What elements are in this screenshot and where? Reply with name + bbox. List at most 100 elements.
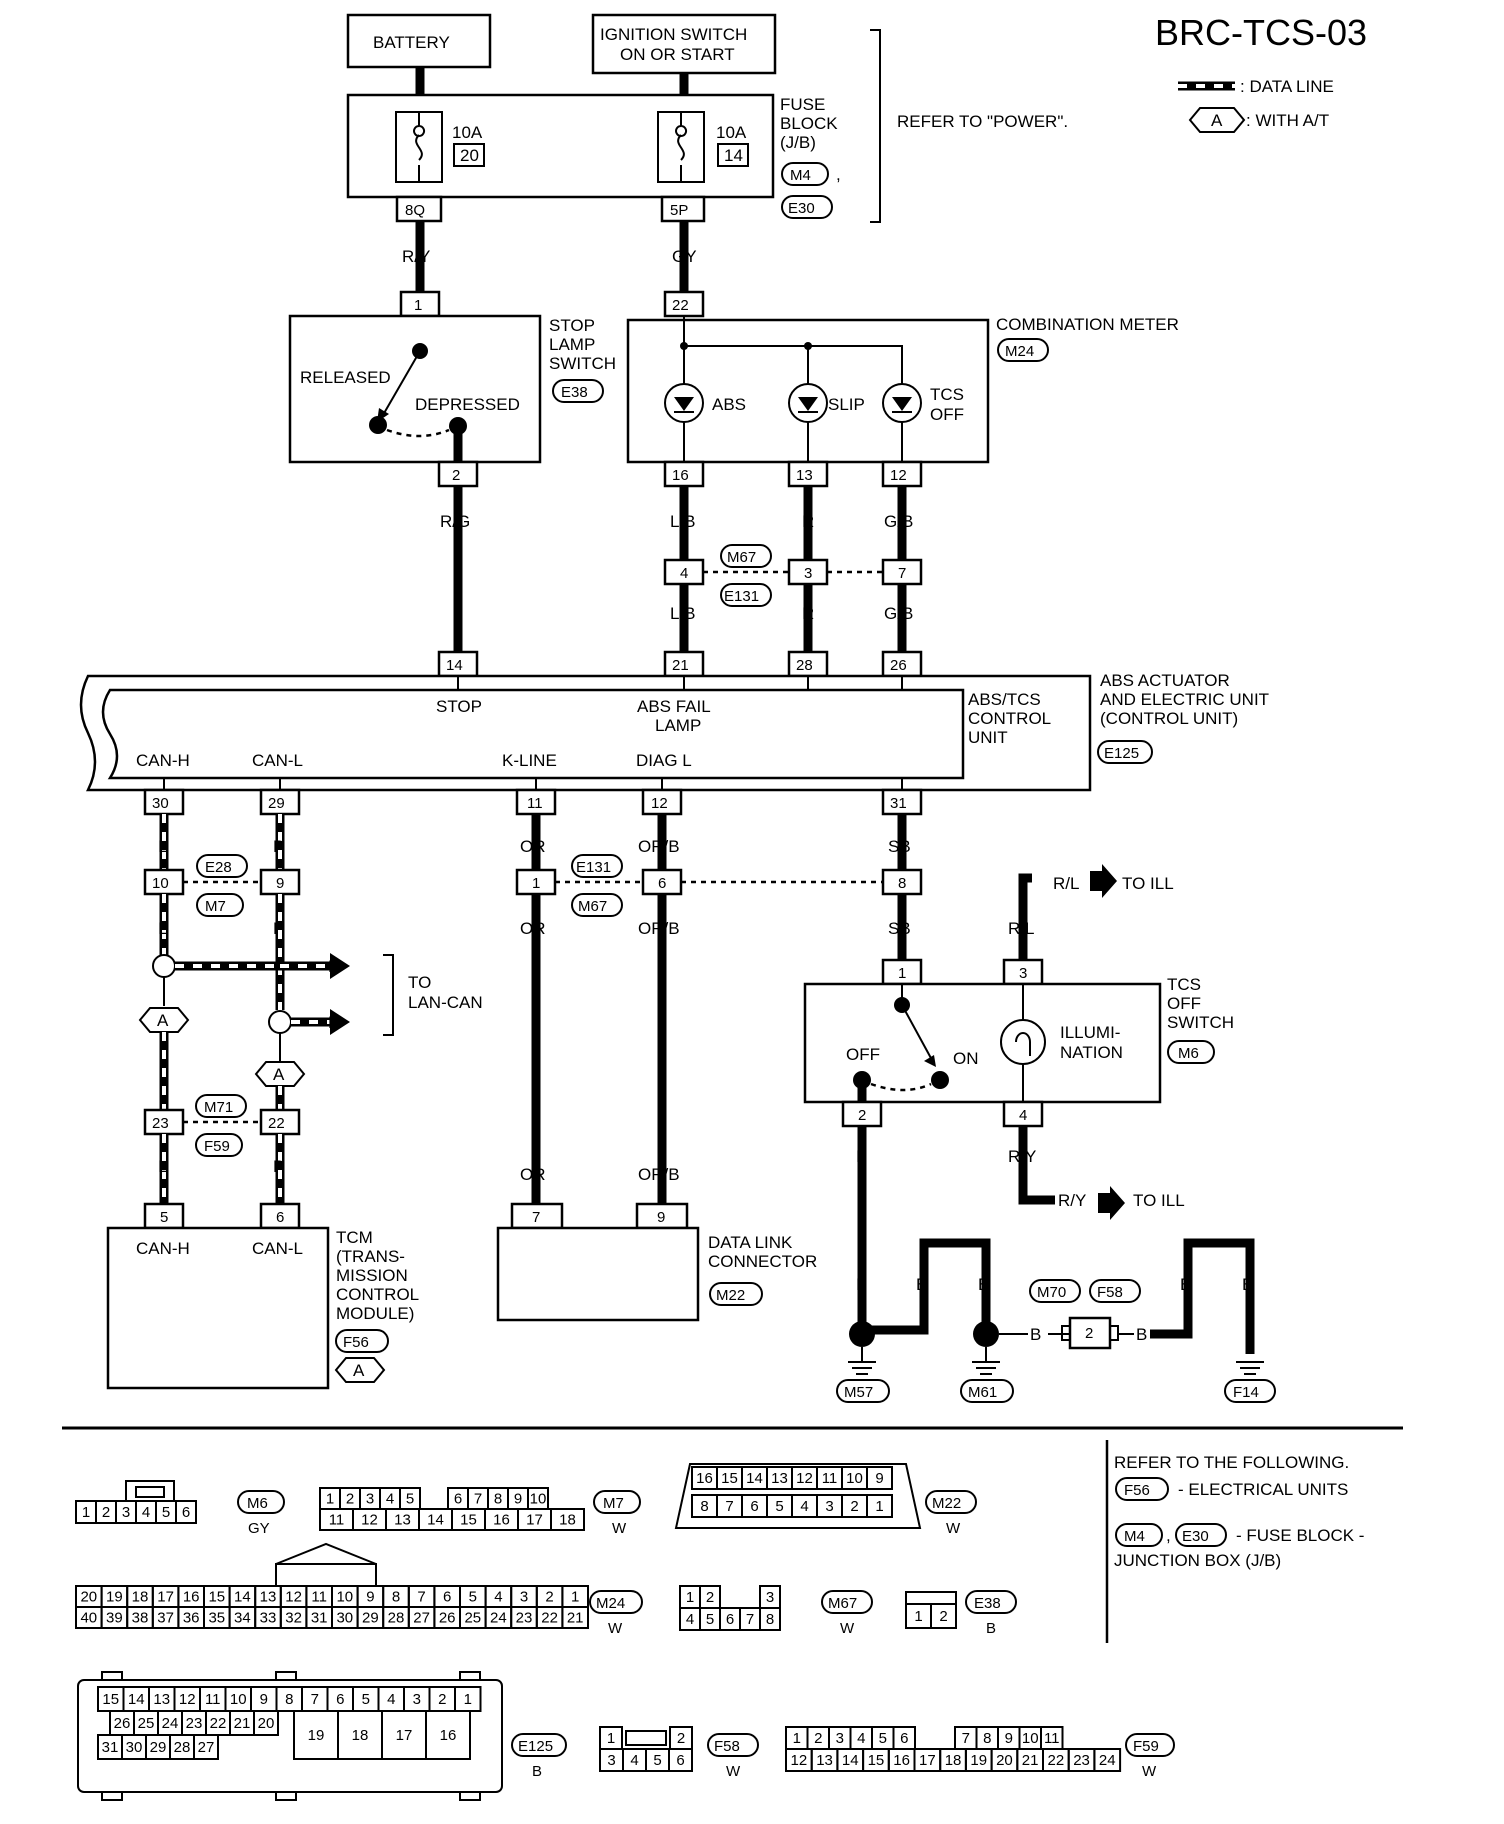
connector-f59-pin: 23	[1073, 1752, 1090, 1769]
connector-m24-pin: 13	[260, 1589, 277, 1606]
connector-m24-pin: 25	[464, 1610, 481, 1627]
legend-with-at: : WITH A/T	[1246, 111, 1329, 130]
connector-f59-pin: 3	[836, 1730, 844, 1747]
wire-color-gy: GY	[672, 247, 697, 266]
ground-m61: M61	[968, 1384, 997, 1401]
joint-m67-e131: 4 3 7 M67 E131	[663, 544, 923, 607]
connector-m24-pin: 40	[80, 1610, 97, 1627]
meter-pin-16: 16	[672, 467, 689, 484]
meter-conn: M24	[1005, 343, 1034, 360]
connector-f59-pin: 6	[900, 1730, 908, 1747]
wire-color-ry-3: R/Y	[1058, 1191, 1086, 1210]
joint-e28-conn-1: E28	[205, 859, 232, 876]
wire-color-rl-1: R/L	[1053, 874, 1079, 893]
meter-pin-12: 12	[890, 467, 907, 484]
connector-f59-pin: 5	[879, 1730, 887, 1747]
legend-at-tag: A	[1211, 111, 1223, 130]
connector-m22-pin: 16	[696, 1470, 713, 1487]
abs-unit-conn: E125	[1104, 745, 1139, 762]
diagram-title: BRC-TCS-03	[1155, 12, 1367, 53]
connector-f59-pin: 4	[857, 1730, 865, 1747]
stop-switch-pin-2: 2	[452, 467, 460, 484]
connector-m24-pin: 16	[183, 1589, 200, 1606]
lan-can-label-1: TO	[408, 973, 431, 992]
connector-m24-pin: 29	[362, 1610, 379, 1627]
connector-m24-pin: 7	[417, 1589, 425, 1606]
connector-m22-pin: 3	[825, 1498, 833, 1515]
connector-m24-pin: 4	[494, 1589, 502, 1606]
connector-m67-cell	[759, 1607, 781, 1631]
abs-can-h-label: CAN-H	[136, 751, 190, 770]
connector-e125-id: E125	[518, 1738, 553, 1755]
with-at-tag-2: A	[273, 1065, 285, 1084]
fuse-20-number: 20	[460, 146, 479, 165]
connector-m24-pin: 23	[516, 1610, 533, 1627]
connector-e125-pin: 16	[440, 1727, 457, 1744]
meter-pin-13: 13	[796, 467, 813, 484]
wire-color-lb-2: L/B	[670, 604, 696, 623]
refer-box-conn-e30: E30	[1182, 1528, 1209, 1545]
joint-m71-pin-22: 22	[268, 1115, 285, 1132]
joint-e131-pin-6: 6	[658, 875, 666, 892]
connector-e125-pin: 10	[230, 1691, 247, 1708]
abs-pin-29: 29	[268, 795, 285, 812]
connector-e125-pin: 21	[234, 1715, 251, 1732]
wire-color-ry-top: R/Y	[402, 247, 430, 266]
stop-switch-name-3: SWITCH	[549, 354, 616, 373]
fuse-block-label-2: BLOCK	[780, 114, 838, 133]
wire-color-rl-2: R/L	[1008, 919, 1034, 938]
connector-f58-pin: 1	[607, 1730, 615, 1747]
connector-e125-pin: 3	[413, 1691, 421, 1708]
meter-tcs-lamp-2: OFF	[930, 405, 964, 424]
connector-f58-pin: 5	[653, 1752, 661, 1769]
terminal-5p: 5P	[670, 202, 688, 219]
ignition-switch: IGNITION SWITCH ON OR START	[591, 13, 777, 75]
connector-m24-pin: 18	[132, 1589, 149, 1606]
wire-color-or-1: OR	[520, 837, 546, 856]
connector-m7-pin: 12	[361, 1512, 378, 1529]
connector-m24-pin: 12	[285, 1589, 302, 1606]
connector-f58-color: W	[726, 1763, 741, 1780]
dlc-pin-9: 9	[657, 1209, 665, 1226]
joint-e131-pin-8: 8	[898, 875, 906, 892]
stop-lamp-switch: 1 RELEASED DEPRESSED 2	[288, 290, 542, 488]
connector-m7-pin: 17	[526, 1512, 543, 1529]
joint-m70-f58: 2 M70 F58	[1029, 1279, 1141, 1350]
tcm-pin-5: 5	[160, 1209, 168, 1226]
connector-m6-color: GY	[248, 1520, 270, 1537]
tcm-name-3: MISSION	[336, 1266, 408, 1285]
connector-m24-pin: 17	[157, 1589, 174, 1606]
connector-e125-color: B	[532, 1763, 542, 1780]
connector-m67-id: M67	[828, 1595, 857, 1612]
abs-stop-label: STOP	[436, 697, 482, 716]
connector-m24-pin: 37	[157, 1610, 174, 1627]
connector-f59-pin: 11	[1044, 1730, 1060, 1747]
connector-m22-pin: 13	[771, 1470, 788, 1487]
connector-m7-color: W	[612, 1520, 627, 1537]
connector-m24-pin: 15	[208, 1589, 225, 1606]
connector-m24-pin: 2	[545, 1589, 553, 1606]
connector-e125-pin: 18	[352, 1727, 369, 1744]
joint-e28-conn-2: M7	[205, 898, 226, 915]
tcm-name-1: TCM	[336, 1228, 373, 1247]
connector-e38-id: E38	[974, 1595, 1001, 1612]
abs-unit-title-1: ABS ACTUATOR	[1100, 671, 1230, 690]
tcs-switch-name-3: SWITCH	[1167, 1013, 1234, 1032]
dlc-pin-7: 7	[532, 1209, 540, 1226]
connector-m24-pin: 9	[366, 1589, 374, 1606]
connector-e125-pin: 15	[102, 1691, 119, 1708]
abs-cu-label-2: CONTROL	[968, 709, 1051, 728]
connector-f59-pin: 20	[996, 1752, 1013, 1769]
connector-m24-pin: 22	[541, 1610, 558, 1627]
connector-f59-id: F59	[1133, 1738, 1159, 1755]
connector-f59-cell	[1093, 1748, 1122, 1772]
connector-m7-pin: 3	[366, 1491, 374, 1508]
connector-f59-pin: 12	[791, 1752, 808, 1769]
